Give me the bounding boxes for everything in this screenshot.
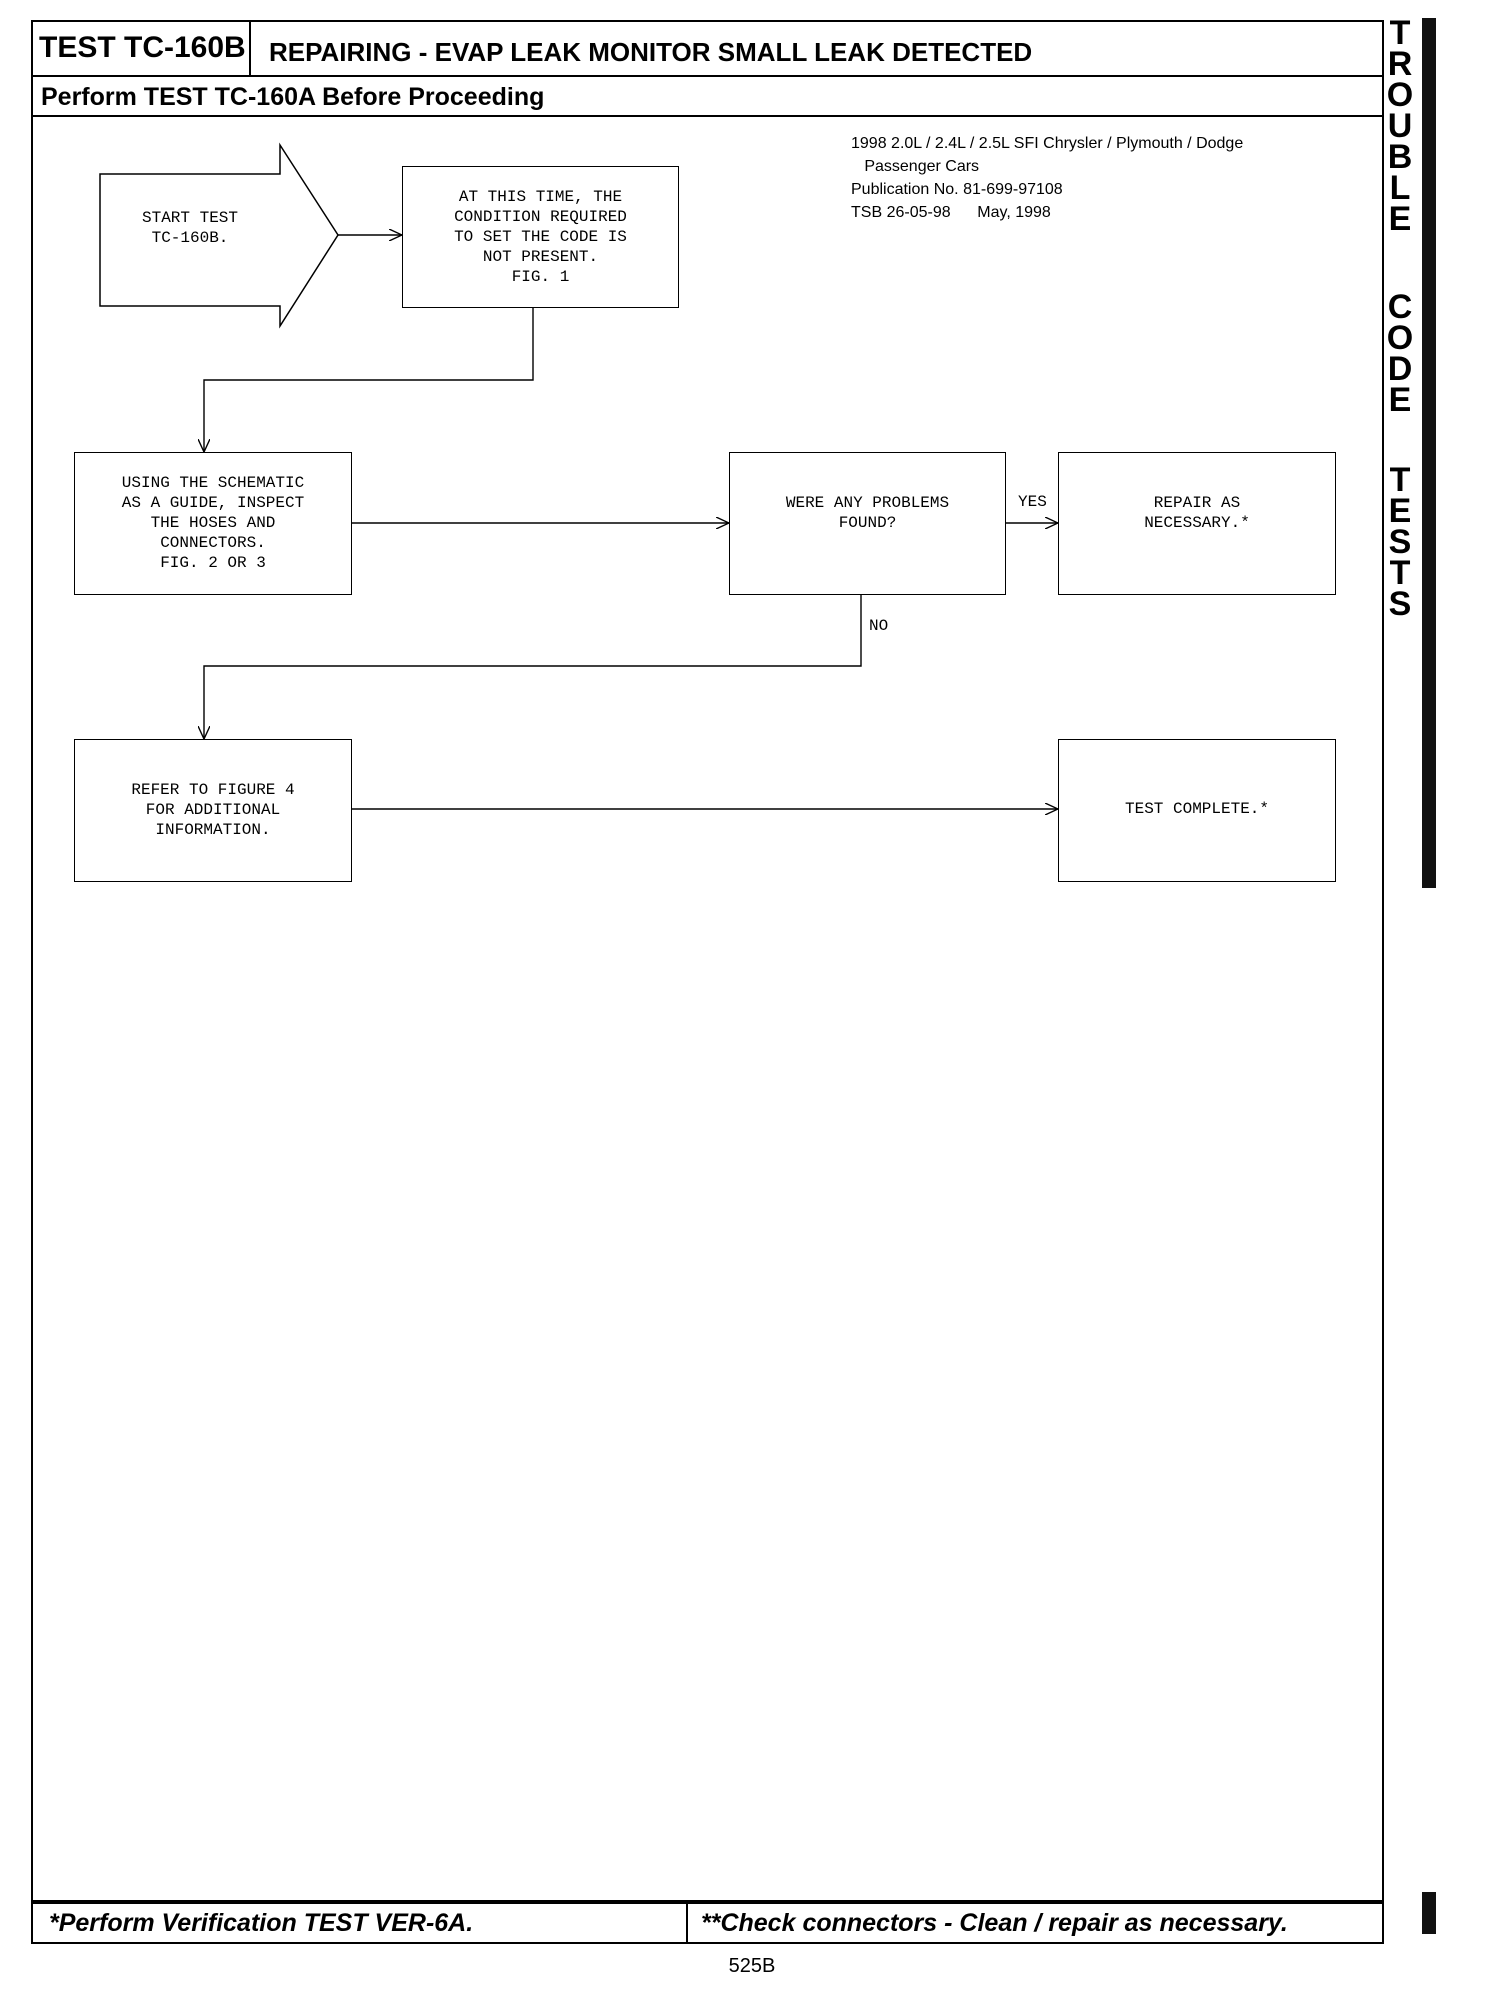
question-text: WERE ANY PROBLEMS FOUND? xyxy=(785,494,950,532)
footer-verification-note: *Perform Verification TEST VER-6A. xyxy=(33,1904,688,1942)
side-tab-letter: E xyxy=(1388,200,1412,238)
inspect-box: USING THE SCHEMATIC AS A GUIDE, INSPECT … xyxy=(74,452,352,595)
page-title: REPAIRING - EVAP LEAK MONITOR SMALL LEAK… xyxy=(269,37,1033,67)
side-tab-bar xyxy=(1422,18,1436,888)
start-test-label: START TEST TC-160B. xyxy=(141,209,238,247)
repair-box: REPAIR AS NECESSARY.* xyxy=(1058,452,1336,595)
publication-line-3: Publication No. 81-699-97108 xyxy=(851,181,1063,198)
side-tab-letter: B xyxy=(1387,138,1413,176)
side-tab-letter: O xyxy=(1386,319,1414,357)
complete-box: TEST COMPLETE.* xyxy=(1058,739,1336,882)
refer-box: REFER TO FIGURE 4 FOR ADDITIONAL INFORMA… xyxy=(74,739,352,882)
footer-connector-note: **Check connectors - Clean / repair as n… xyxy=(701,1909,1288,1937)
inspect-text: USING THE SCHEMATIC AS A GUIDE, INSPECT … xyxy=(121,474,305,572)
side-tab-letter: C xyxy=(1387,288,1413,326)
side-tab-letter: L xyxy=(1389,169,1411,207)
page-frame xyxy=(31,20,1384,1902)
publication-line-4: TSB 26-05-98 May, 1998 xyxy=(851,204,1051,221)
publication-info: 1998 2.0L / 2.4L / 2.5L SFI Chrysler / P… xyxy=(851,132,1243,224)
no-label: NO xyxy=(869,617,889,635)
condition-text: AT THIS TIME, THE CONDITION REQUIRED TO … xyxy=(454,188,627,286)
refer-text: REFER TO FIGURE 4 FOR ADDITIONAL INFORMA… xyxy=(131,781,295,839)
side-tab-letter: T xyxy=(1389,461,1411,499)
side-tab-letter: T xyxy=(1389,14,1411,52)
side-tab-letter: U xyxy=(1387,107,1413,145)
side-tab-letter: D xyxy=(1387,350,1413,388)
start-arrow-shape xyxy=(99,142,339,329)
publication-line-2: Passenger Cars xyxy=(851,158,980,175)
side-tab-bar-bottom xyxy=(1422,1892,1436,1934)
repair-text: REPAIR AS NECESSARY.* xyxy=(1144,494,1250,532)
side-tab-letter: S xyxy=(1388,523,1412,561)
condition-box: AT THIS TIME, THE CONDITION REQUIRED TO … xyxy=(402,166,679,308)
question-box: WERE ANY PROBLEMS FOUND? xyxy=(729,452,1006,595)
connector-question-to-refer xyxy=(204,595,862,739)
publication-line-1: 1998 2.0L / 2.4L / 2.5L SFI Chrysler / P… xyxy=(851,135,1244,152)
test-id: TEST TC-160B xyxy=(31,20,251,75)
side-tab-letter: R xyxy=(1387,45,1413,83)
page-number: 525B xyxy=(728,1955,776,1977)
side-tab-letter: E xyxy=(1388,381,1412,419)
side-tab-letter: S xyxy=(1388,585,1412,623)
yes-label: YES xyxy=(1018,493,1047,511)
prerequisite-note: Perform TEST TC-160A Before Proceeding xyxy=(31,77,1384,117)
footer-bar: *Perform Verification TEST VER-6A. **Che… xyxy=(31,1902,1384,1944)
header-bar: TEST TC-160B REPAIRING - EVAP LEAK MONIT… xyxy=(31,20,1384,77)
side-tab-letter: T xyxy=(1389,554,1411,592)
side-tab-letter: O xyxy=(1386,76,1414,114)
complete-text: TEST COMPLETE.* xyxy=(1124,800,1270,818)
side-tab-letter: E xyxy=(1388,492,1412,530)
connector-condition-to-inspect xyxy=(204,308,534,452)
